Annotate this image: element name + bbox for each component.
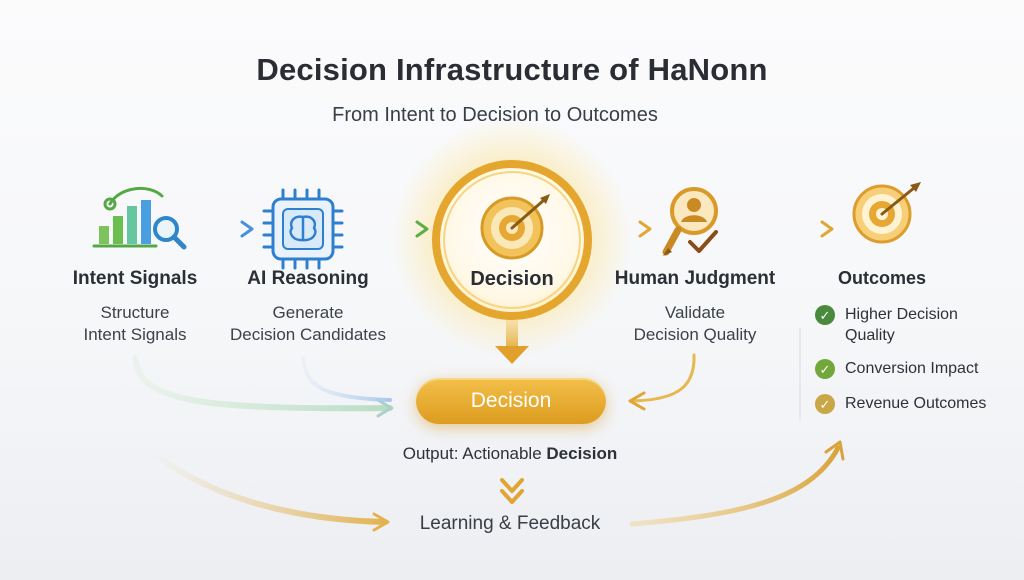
bar-chart-search-icon bbox=[92, 186, 187, 250]
arrow-decision-to-human bbox=[590, 220, 652, 238]
desc-line: Decision Candidates bbox=[230, 325, 386, 344]
curve-ai-to-pill bbox=[301, 356, 392, 402]
arrow-human-to-outcomes bbox=[738, 220, 834, 238]
stage-intent-signals: Intent Signals Structure Intent Signals bbox=[60, 268, 210, 346]
arrow-intent-to-ai bbox=[193, 220, 254, 238]
curve-intent-to-pill bbox=[132, 355, 394, 418]
desc-line: Validate bbox=[664, 303, 726, 322]
person-pen-check-icon bbox=[662, 187, 718, 256]
decision-pill: Decision bbox=[416, 378, 606, 424]
outcome-line: Higher Decision bbox=[845, 306, 958, 323]
stage-desc: Generate Decision Candidates bbox=[208, 302, 408, 346]
stage-desc: Validate Decision Quality bbox=[600, 302, 790, 346]
list-item: ✓ Revenue Outcomes bbox=[815, 393, 1015, 414]
arrow-output-to-feedback bbox=[500, 478, 524, 504]
check-circle-icon: ✓ bbox=[815, 305, 835, 325]
arrow-decision-down bbox=[495, 318, 529, 364]
outcomes-title-text: Outcomes bbox=[838, 268, 927, 288]
outcomes-title: Outcomes bbox=[838, 268, 926, 289]
desc-line: Decision Quality bbox=[633, 325, 757, 344]
stage-title: Human Judgment bbox=[614, 268, 776, 289]
feedback-left-sweep bbox=[147, 447, 390, 532]
arrow-ai-to-decision bbox=[346, 220, 429, 238]
ai-chip-brain-icon bbox=[262, 188, 344, 270]
feedback-right-sweep bbox=[629, 440, 845, 527]
stage-desc: Structure Intent Signals bbox=[60, 302, 210, 346]
stage-human-judgment: Human Judgment Validate Decision Quality bbox=[600, 268, 790, 346]
learning-feedback-label: Learning & Feedback bbox=[419, 513, 601, 534]
list-item: ✓ Higher Decision Quality bbox=[815, 304, 1015, 346]
stage-title: AI Reasoning bbox=[247, 268, 369, 289]
desc-line: Intent Signals bbox=[83, 325, 187, 344]
output-caption: Output: Actionable Decision bbox=[340, 444, 680, 464]
output-prefix: Output: Actionable bbox=[402, 444, 547, 463]
curve-human-to-pill bbox=[628, 353, 696, 411]
page-subtitle: From Intent to Decision to Outcomes bbox=[332, 104, 658, 126]
desc-line: Generate bbox=[272, 303, 344, 322]
outcomes-target-icon bbox=[852, 182, 921, 244]
output-emphasis: Decision bbox=[546, 444, 618, 463]
outcome-line: Quality bbox=[845, 327, 895, 344]
check-circle-icon: ✓ bbox=[815, 394, 835, 414]
decision-core-label: Decision bbox=[470, 268, 554, 290]
desc-line: Structure bbox=[100, 303, 170, 322]
stage-title: Intent Signals bbox=[72, 268, 198, 289]
outcomes-list: ✓ Higher Decision Quality ✓ Conversion I… bbox=[815, 304, 1015, 414]
page-title: Decision Infrastructure of HaNonn bbox=[256, 52, 768, 87]
outcome-text: Revenue Outcomes bbox=[845, 395, 987, 412]
stage-ai-reasoning: AI Reasoning Generate Decision Candidate… bbox=[208, 268, 408, 346]
target-arrow-icon bbox=[480, 194, 550, 260]
outcome-text: Higher Decision Quality bbox=[845, 304, 958, 346]
list-item: ✓ Conversion Impact bbox=[815, 358, 1015, 379]
outcome-text: Conversion Impact bbox=[845, 360, 979, 377]
check-circle-icon: ✓ bbox=[815, 359, 835, 379]
